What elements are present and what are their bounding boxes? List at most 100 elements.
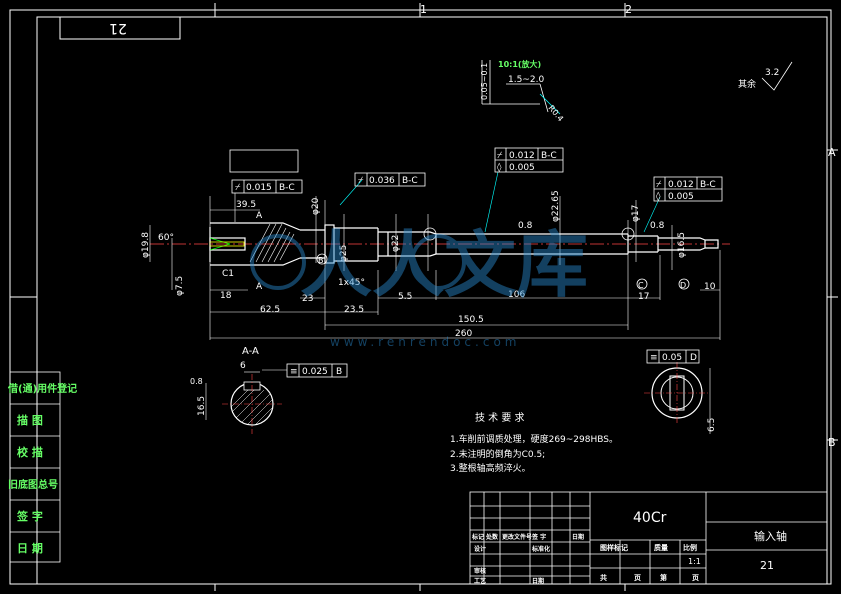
roughness-value: 3.2	[765, 68, 779, 78]
dim-5-5: 5.5	[398, 292, 412, 302]
tol-5-datum: B-C	[700, 180, 716, 190]
dim-150-5: 150.5	[458, 315, 484, 325]
dim-1x45: 1x45°	[338, 278, 365, 288]
page-number: 21	[109, 20, 127, 36]
svg-text:审核: 审核	[474, 567, 486, 575]
dimension-texts: 39.5 18 23 62.5 23.5 1x45° 5.5 106 17 10…	[141, 190, 716, 339]
marker-c: C	[638, 281, 644, 290]
title-part-name: 输入轴	[754, 529, 787, 543]
tol-1-value: 0.015	[246, 183, 272, 193]
section-ra-08: 0.8	[190, 377, 203, 386]
section-dim-6: 6	[240, 361, 246, 371]
tol-4-symbol: ◊	[497, 162, 502, 173]
sym-2-value: 0.05	[662, 353, 682, 363]
svg-text:标准化: 标准化	[531, 545, 550, 553]
tech-req-title: 技 术 要 求	[475, 411, 525, 424]
svg-text:页: 页	[692, 574, 699, 582]
dim-106: 106	[508, 290, 525, 300]
svg-text:工艺: 工艺	[474, 577, 486, 585]
tol-2-value: 0.036	[369, 176, 395, 186]
sidebar-item-2: 校 描	[17, 446, 43, 459]
svg-text:签 字: 签 字	[531, 533, 546, 541]
dim-phi25: φ25	[339, 245, 349, 262]
dim-10: 10	[704, 282, 716, 292]
tol-3-symbol: ⌿	[497, 151, 503, 161]
sym-frame-2: ≡ 0.05 D	[646, 349, 700, 364]
dim-17: 17	[638, 292, 649, 302]
dim-23-5: 23.5	[344, 305, 364, 315]
svg-text:图样标记: 图样标记	[600, 543, 628, 552]
sym-1-datum: B	[336, 367, 342, 377]
svg-text:标记: 标记	[471, 533, 484, 541]
dim-60: 60°	[158, 233, 174, 243]
watermark: 人人文库 www.renrendoc.com	[250, 223, 588, 349]
blank-frame	[229, 149, 299, 173]
title-block	[469, 491, 828, 585]
tol-3-value: 0.012	[509, 151, 535, 161]
svg-text:共: 共	[600, 573, 607, 582]
svg-text:比例: 比例	[683, 543, 697, 552]
zone-label-top-2: 2	[625, 3, 632, 16]
dim-phi17: φ17	[631, 205, 641, 222]
svg-text:设计: 设计	[474, 545, 486, 553]
sidebar-item-0: 借(通)用件登记	[8, 384, 78, 395]
watermark-text: 人人文库	[300, 223, 588, 307]
detail-view	[481, 60, 561, 115]
svg-text:更改文件号: 更改文件号	[502, 533, 532, 541]
dim-phi20: φ20	[311, 197, 321, 215]
tol-1-symbol: ⌿	[235, 183, 241, 193]
tol-6-symbol: ◊	[656, 191, 661, 202]
tol-frame-2: ⌿ 0.036 B-C	[354, 172, 426, 187]
marker-a-bottom: A	[256, 282, 263, 292]
watermark-url: www.renrendoc.com	[330, 335, 520, 349]
dim-39-5: 39.5	[236, 200, 256, 210]
svg-text:页: 页	[634, 574, 641, 582]
detail-scale: 10:1(放大)	[498, 59, 541, 69]
roughness-symbol	[761, 61, 793, 91]
dim-phi19-8: φ19.8	[141, 232, 151, 258]
datum-markers	[316, 227, 690, 290]
tol-5-value: 0.012	[668, 180, 694, 190]
right-section-dim-6-5: 6.5	[707, 418, 717, 432]
dim-260: 260	[455, 329, 472, 339]
dim-phi22: φ22	[391, 235, 401, 252]
tol-1-datum: B-C	[279, 183, 295, 193]
detail-dim-005-01: 0.05~0.1	[480, 63, 489, 100]
roughness-label: 其余	[738, 78, 756, 90]
sym-1-symbol: ≡	[290, 367, 298, 377]
dim-phi22-65: φ22.65	[551, 190, 561, 222]
sidebar-item-5: 日 期	[17, 542, 43, 555]
title-drawing-no: 21	[760, 559, 774, 572]
svg-text:处数: 处数	[485, 533, 499, 541]
tol-frame-5: ⌿ 0.012 B-C ◊ 0.005	[653, 176, 723, 202]
right-section	[644, 362, 711, 434]
tol-6-value: 0.005	[668, 192, 694, 202]
dim-23: 23	[302, 294, 313, 304]
detail-dim-15-20: 1.5~2.0	[508, 75, 544, 85]
zone-label-top-1: 1	[420, 3, 427, 16]
sidebar-item-3: 旧底图总号	[8, 480, 58, 491]
detail-dim-r04: R0.4	[546, 104, 565, 124]
sym-1-value: 0.025	[302, 367, 328, 377]
sym-frame-1: ≡ 0.025 B	[262, 363, 348, 378]
sym-2-symbol: ≡	[650, 353, 658, 363]
tech-req-item-3: 3.整根轴高频淬火。	[450, 462, 531, 474]
tol-frame-1: ⌿ 0.015 B-C	[231, 179, 303, 194]
svg-text:质量: 质量	[654, 543, 668, 552]
marker-a-top: A	[256, 211, 263, 221]
sym-2-datum: D	[690, 353, 697, 363]
ra-08-b: 0.8	[650, 221, 665, 231]
sidebar-item-1: 描 图	[17, 414, 43, 427]
svg-text:第: 第	[660, 573, 667, 582]
svg-text:日期: 日期	[532, 577, 544, 585]
drawing-frame	[9, 3, 838, 591]
zone-label-right-a: A	[828, 146, 836, 159]
marker-d: D	[680, 281, 686, 290]
dim-phi16-5: φ16.5	[677, 232, 687, 258]
title-sheet-labels: 共 页 第 页	[600, 573, 699, 582]
title-sign-labels: 设计 标准化 审核 工艺 日期	[474, 545, 550, 585]
dim-18: 18	[220, 291, 232, 301]
tol-3-datum: B-C	[541, 151, 557, 161]
marker-b: B	[318, 256, 324, 265]
sidebar-item-4: 签 字	[17, 510, 43, 523]
